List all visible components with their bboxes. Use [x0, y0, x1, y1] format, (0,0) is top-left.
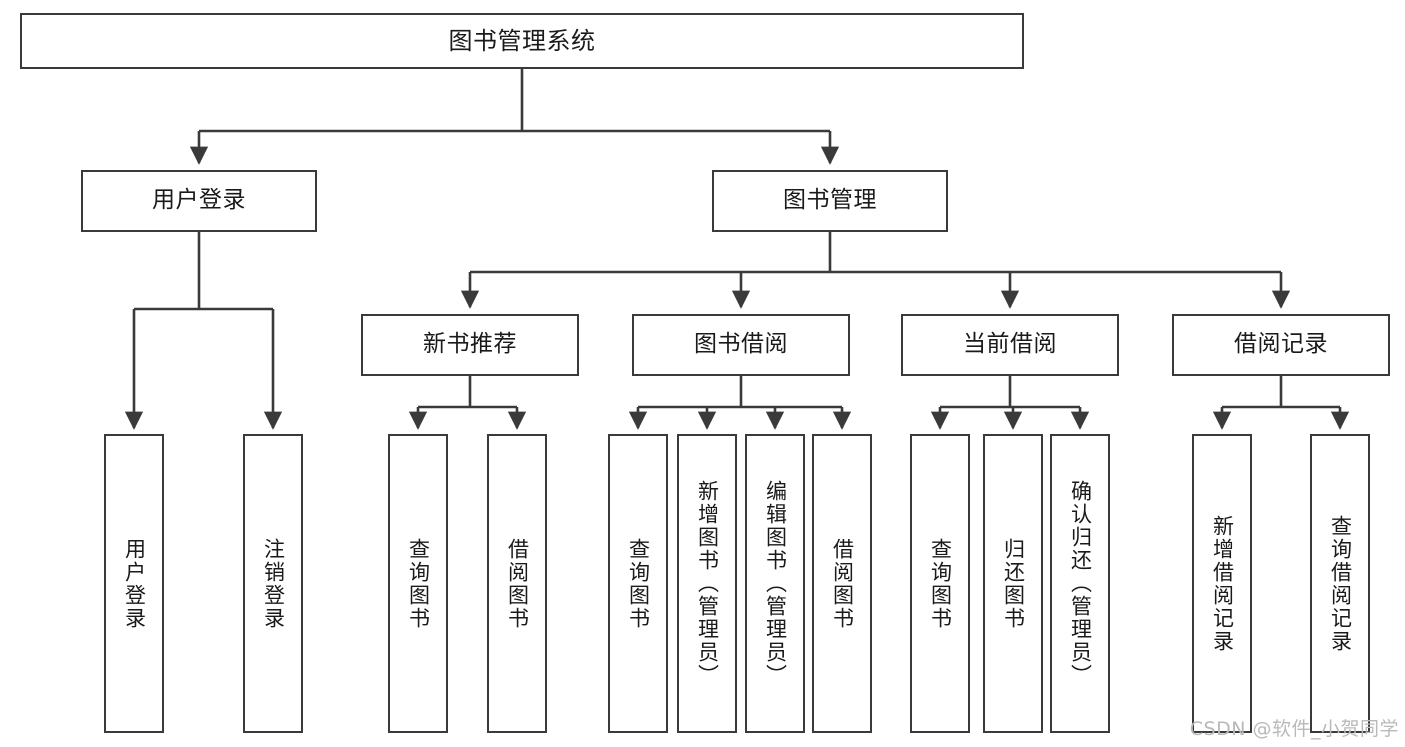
leaf-borrow-book-recommend[interactable]: 借阅图书: [487, 434, 547, 733]
leaf-return-book[interactable]: 归还图书: [983, 434, 1043, 733]
node-root[interactable]: 图书管理系统: [20, 13, 1024, 69]
leaf-query-book-borrow[interactable]: 查询图书: [608, 434, 668, 733]
leaf-user-login[interactable]: 用户登录: [104, 434, 164, 733]
leaf-confirm-return-admin[interactable]: 确认归还（管理员）: [1050, 434, 1110, 733]
node-book-borrow[interactable]: 图书借阅: [632, 314, 850, 376]
node-book-manage[interactable]: 图书管理: [712, 170, 948, 232]
leaf-query-book-current[interactable]: 查询图书: [910, 434, 970, 733]
leaf-borrow-book[interactable]: 借阅图书: [812, 434, 872, 733]
leaf-edit-book-admin[interactable]: 编辑图书（管理员）: [745, 434, 805, 733]
node-current-borrow[interactable]: 当前借阅: [901, 314, 1119, 376]
watermark-text: CSDN @软件_小贺同学: [1189, 718, 1399, 740]
leaf-query-book-recommend[interactable]: 查询图书: [388, 434, 448, 733]
leaf-add-borrow-record[interactable]: 新增借阅记录: [1192, 434, 1252, 733]
node-user-login[interactable]: 用户登录: [81, 170, 317, 232]
node-borrow-record[interactable]: 借阅记录: [1172, 314, 1390, 376]
node-new-book-recommend[interactable]: 新书推荐: [361, 314, 579, 376]
leaf-query-borrow-record[interactable]: 查询借阅记录: [1310, 434, 1370, 733]
leaf-user-logout[interactable]: 注销登录: [243, 434, 303, 733]
leaf-add-book-admin[interactable]: 新增图书（管理员）: [677, 434, 737, 733]
